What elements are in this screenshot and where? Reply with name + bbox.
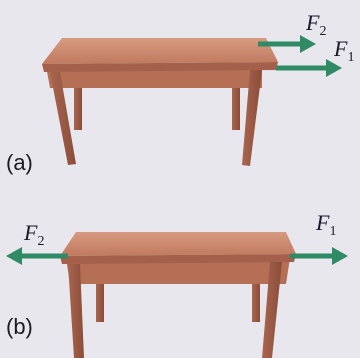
force-f2-arrow-a xyxy=(258,35,316,53)
force-f1-label-b: F1 xyxy=(315,210,336,239)
force-f2-label-b: F2 xyxy=(23,220,44,249)
table-a-leg-front-left xyxy=(50,72,76,165)
figure-label-a: (a) xyxy=(6,150,33,175)
table-a-leg-front-right xyxy=(242,70,262,166)
figure-label-b: (b) xyxy=(6,314,33,339)
table-a-leg-back-left xyxy=(74,76,82,130)
table-b-leg-front-right xyxy=(262,262,282,358)
table-b-top xyxy=(60,232,296,256)
panel-a: F2 F1 (a) xyxy=(6,10,354,175)
table-b xyxy=(60,232,296,358)
table-a-top-edge xyxy=(42,62,278,72)
force-f1-label-a: F1 xyxy=(333,36,354,65)
panel-b: F2 F1 (b) xyxy=(6,210,348,358)
table-b-leg-front-left xyxy=(68,264,84,358)
table-a xyxy=(42,38,278,166)
table-b-leg-back-right xyxy=(252,268,260,322)
force-f1-arrow-a xyxy=(276,59,342,77)
table-b-leg-back-left xyxy=(96,270,104,322)
table-b-top-edge xyxy=(60,254,296,264)
force-f2-arrow-b xyxy=(6,247,68,265)
force-f1-arrow-b xyxy=(290,247,348,265)
table-b-apron xyxy=(66,258,290,284)
table-a-leg-back-right xyxy=(232,76,240,130)
force-f2-label-a: F2 xyxy=(305,10,326,39)
table-a-top xyxy=(42,38,278,64)
